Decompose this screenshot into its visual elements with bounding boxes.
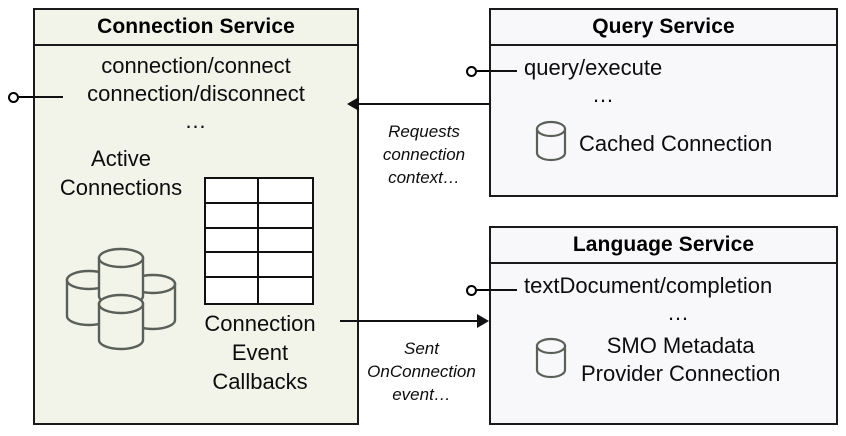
connection-event-callbacks-label: Connection Event Callbacks [204, 311, 316, 394]
query-service-body: query/execute … Cached Connection [491, 46, 836, 195]
query-service-endpoints: query/execute [491, 54, 836, 82]
arrow-connection-to-language-head [477, 314, 489, 328]
table-cell [259, 179, 312, 204]
database-cylinder-icon [533, 118, 569, 169]
cached-connection-resource: Cached Connection [533, 118, 772, 169]
query-service-title: Query Service [491, 10, 836, 46]
language-service-lollipop-stem-inner [489, 289, 517, 291]
table-cell [206, 203, 259, 229]
smo-metadata-provider-label: SMO Metadata Provider Connection [581, 333, 781, 386]
table-cell [206, 228, 259, 254]
query-service-lollipop-stem-inner [489, 70, 517, 72]
table-cell [259, 228, 312, 254]
table-cell [259, 203, 312, 229]
smo-metadata-provider-resource: SMO Metadata Provider Connection [533, 332, 780, 388]
connection-service-title: Connection Service [35, 10, 357, 46]
connection-service-ellipsis: … [184, 108, 208, 133]
language-service-ellipsis-wrap: … [491, 300, 836, 326]
endpoint-query-execute: query/execute [524, 55, 663, 80]
active-connections-label: Active Connections [59, 146, 183, 200]
query-service-ellipsis-wrap: … [491, 82, 836, 108]
cached-connection-label: Cached Connection [579, 130, 773, 156]
lollipop-circle-icon [466, 284, 477, 296]
endpoint-connection-disconnect: connection/disconnect [87, 81, 305, 106]
language-service-body: textDocument/completion … SMO Metadata [491, 264, 836, 423]
connection-service-endpoints: connection/connect connection/disconnect… [35, 52, 357, 134]
language-service-endpoints: textDocument/completion [491, 272, 836, 300]
arrow-query-to-connection-line [359, 103, 489, 105]
component-connection-service[interactable]: Connection Service connection/connect co… [33, 8, 359, 425]
connection-service-lollipop-stem-inner [33, 96, 63, 98]
lollipop-circle-icon [8, 91, 19, 103]
arrow-query-to-connection-label: Requests connection context… [382, 122, 466, 187]
endpoint-textdocument-completion: textDocument/completion [524, 273, 773, 298]
database-cylinder-icon [533, 335, 569, 386]
lollipop-circle-icon [466, 65, 477, 77]
table-grid-icon [204, 177, 314, 305]
query-service-ellipsis: … [592, 82, 615, 107]
component-language-service[interactable]: Language Service textDocument/completion… [489, 226, 838, 425]
language-service-ellipsis: … [667, 300, 690, 325]
component-query-service[interactable]: Query Service query/execute … Cached C [489, 8, 838, 197]
table-cell [206, 253, 259, 279]
database-stack-icon [57, 244, 187, 359]
endpoint-connection-connect: connection/connect [101, 53, 291, 78]
arrow-query-to-connection-head [347, 97, 359, 111]
table-cell [259, 278, 312, 303]
table-cell [259, 253, 312, 279]
connection-service-body: connection/connect connection/disconnect… [35, 46, 357, 423]
table-cell [206, 179, 259, 204]
language-service-title: Language Service [491, 228, 836, 264]
arrow-connection-to-language-line [340, 320, 477, 322]
arrow-connection-to-language-label: Sent OnConnection event… [367, 339, 476, 404]
table-cell [206, 278, 259, 303]
